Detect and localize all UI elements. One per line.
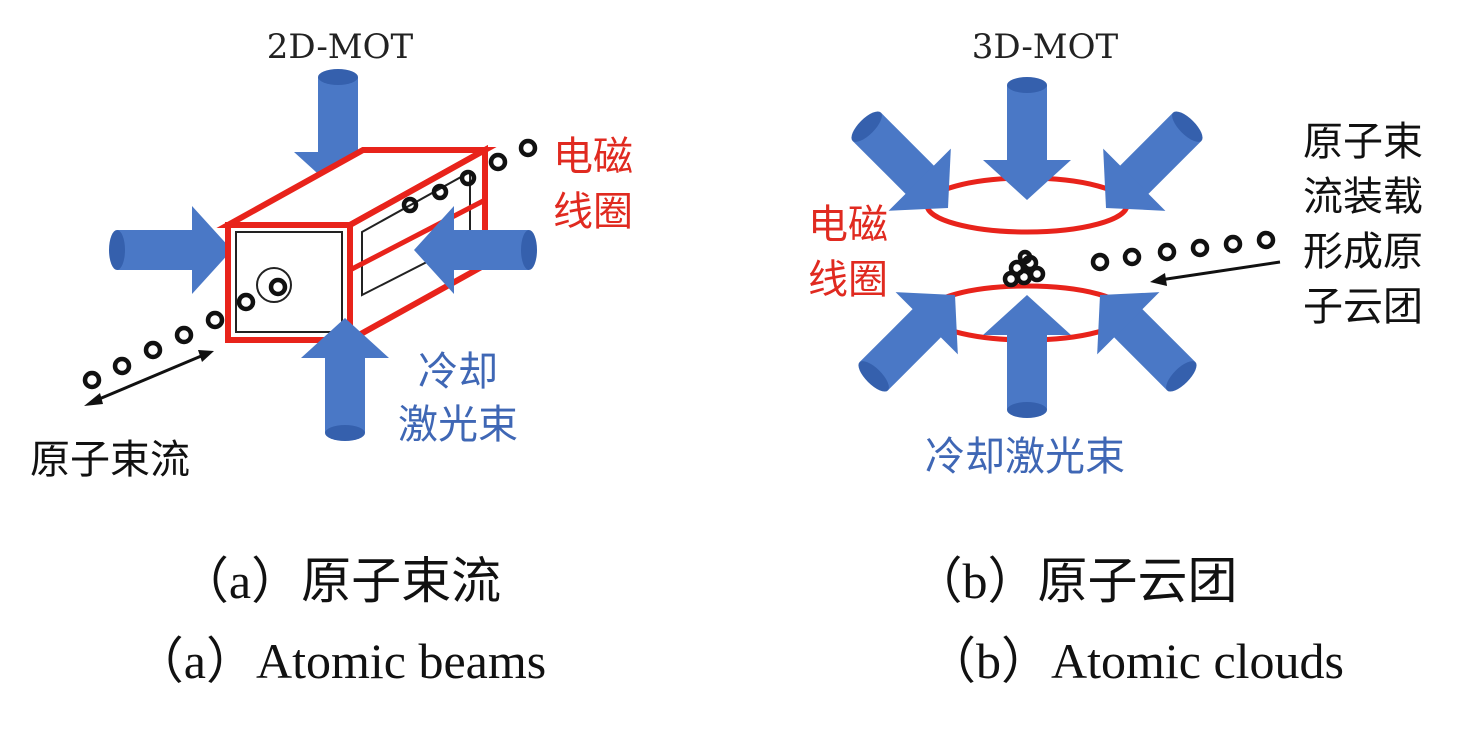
caption-b-zh: （b）原子云团 <box>913 553 1238 609</box>
coil-label-line2: 线圈 <box>553 189 633 235</box>
panel-b-title: 3D-MOT <box>972 27 1119 67</box>
laser-beam-left <box>109 206 232 294</box>
loading-arrow <box>1150 260 1281 286</box>
atomic-beam-label: 原子束流 <box>30 437 190 483</box>
caption-a-en: （a）Atomic beams <box>134 633 546 689</box>
laser-beam-bottom-right <box>1068 263 1219 414</box>
panel-2d-mot: 2D-MOT 电磁 线圈 冷却 激光束 <box>30 27 633 689</box>
vacuum-cell <box>216 144 497 346</box>
loading-label-line3: 形成原 <box>1303 229 1423 275</box>
panel-a-title: 2D-MOT <box>267 27 414 67</box>
caption-a-zh: （a）原子束流 <box>179 553 501 609</box>
panel-3d-mot: 3D-MOT 电磁 线圈 原子束 流装载 形成原 子云团 冷却激光束 （b）原子… <box>808 27 1423 689</box>
laser-label: 冷却激光束 <box>925 434 1125 480</box>
laser-label-line2: 激光束 <box>398 402 518 448</box>
atom-cloud <box>1002 249 1046 288</box>
coil-label-line1: 电磁 <box>553 134 633 180</box>
beam-direction-arrow <box>84 350 214 406</box>
caption-b-en: （b）Atomic clouds <box>926 633 1344 689</box>
coil-label-line2: 线圈 <box>808 257 888 303</box>
atom-beam <box>82 138 538 390</box>
loading-label-line2: 流装载 <box>1303 174 1423 220</box>
loading-label-line4: 子云团 <box>1303 284 1423 330</box>
laser-beam-top-right <box>1074 89 1225 240</box>
laser-beam-bottom <box>983 295 1071 418</box>
laser-label-line1: 冷却 <box>418 349 498 395</box>
coil-label-line1: 电磁 <box>808 202 888 248</box>
incoming-atoms <box>1090 230 1276 272</box>
loading-label-line1: 原子束 <box>1303 119 1423 165</box>
